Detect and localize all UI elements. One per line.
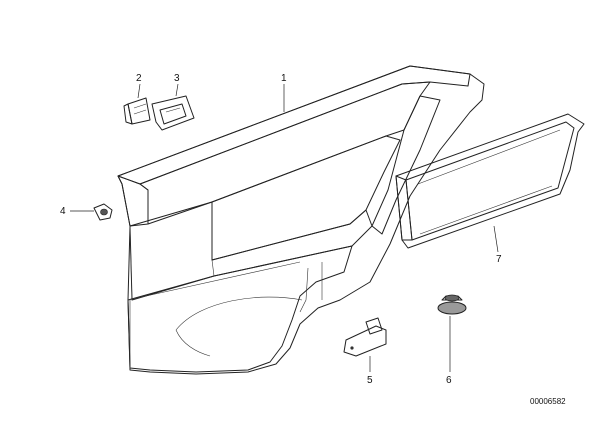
mounting-bracket-part-5 — [343, 317, 387, 357]
push-rivet-part-4 — [93, 203, 113, 221]
leader-lines — [70, 83, 499, 372]
callout-5: 5 — [367, 375, 373, 386]
clip-part-3 — [151, 95, 195, 131]
callout-2: 2 — [136, 73, 142, 84]
storage-pocket — [395, 113, 585, 249]
side-trim-panel — [117, 65, 485, 375]
drawing-code: 00006582 — [530, 397, 566, 406]
callout-4: 4 — [60, 206, 66, 217]
clip-part-2 — [123, 97, 151, 125]
clip-nut-part-6 — [437, 294, 467, 315]
callout-6: 6 — [446, 375, 452, 386]
callout-3: 3 — [174, 73, 180, 84]
callout-1: 1 — [281, 73, 287, 84]
callout-7: 7 — [496, 254, 502, 265]
